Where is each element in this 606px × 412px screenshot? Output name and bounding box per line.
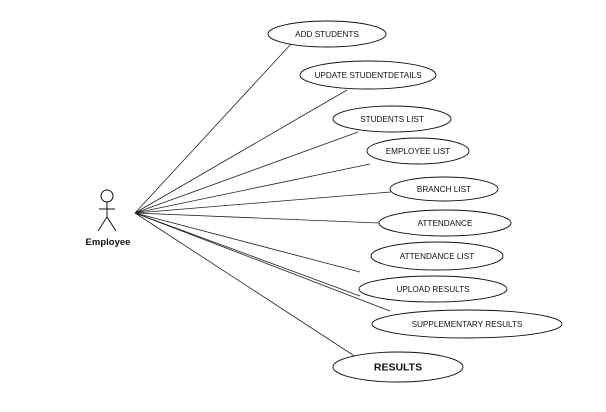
use-case-label: SUPPLEMENTARY RESULTS xyxy=(412,320,523,329)
actor-left-leg xyxy=(97,216,108,232)
association-line xyxy=(134,212,357,358)
use-case: UPDATE STUDENTDETAILS xyxy=(299,60,437,90)
use-case-ellipse xyxy=(389,176,499,202)
use-case: ATTENDANCE LIST xyxy=(370,241,504,271)
use-case-ellipse xyxy=(267,20,387,48)
association-line xyxy=(134,212,361,297)
use-case: BRANCH LIST xyxy=(389,176,499,202)
association-line xyxy=(134,43,292,214)
actor-right-leg xyxy=(106,216,117,232)
use-case-label: ATTENDANCE LIST xyxy=(400,252,474,261)
association-line xyxy=(134,212,391,312)
use-case: ATTENDANCE xyxy=(378,209,512,237)
use-case-label: BRANCH LIST xyxy=(417,185,471,194)
association-lines xyxy=(134,43,392,358)
use-case-label: EMPLOYEE LIST xyxy=(386,147,451,156)
association-line xyxy=(134,212,361,273)
use-case-ellipse xyxy=(299,60,437,90)
association-line xyxy=(134,89,348,214)
use-case-label: ADD STUDENTS xyxy=(295,30,359,39)
association-line xyxy=(134,212,380,224)
use-case: UPLOAD RESULTS xyxy=(358,275,508,303)
association-line xyxy=(134,163,371,214)
use-case-ellipse xyxy=(378,209,512,237)
use-case: EMPLOYEE LIST xyxy=(366,137,470,165)
use-cases: ADD STUDENTS UPDATE STUDENTDETAILS STUDENT… xyxy=(267,20,563,383)
use-case-ellipse xyxy=(332,105,452,133)
actor-head xyxy=(100,189,114,203)
association-line xyxy=(134,191,392,214)
use-case-ellipse xyxy=(370,241,504,271)
actor-label: Employee xyxy=(85,237,131,248)
use-case-ellipse xyxy=(366,137,470,165)
use-case-label: ATTENDANCE xyxy=(418,219,473,228)
actor-figure xyxy=(97,189,117,232)
use-case-label: RESULTS xyxy=(374,362,422,374)
use-case-ellipse xyxy=(332,351,464,383)
use-case-ellipse xyxy=(358,275,508,303)
use-case: ADD STUDENTS xyxy=(267,20,387,48)
use-case: STUDENTS LIST xyxy=(332,105,452,133)
use-case: RESULTS xyxy=(332,351,464,383)
use-case-label: UPDATE STUDENTDETAILS xyxy=(314,71,422,80)
use-case-ellipse xyxy=(371,309,563,339)
use-case-label: STUDENTS LIST xyxy=(360,115,424,124)
use-case-label: UPLOAD RESULTS xyxy=(396,285,470,294)
use-case: SUPPLEMENTARY RESULTS xyxy=(371,309,563,339)
association-line xyxy=(134,131,359,214)
